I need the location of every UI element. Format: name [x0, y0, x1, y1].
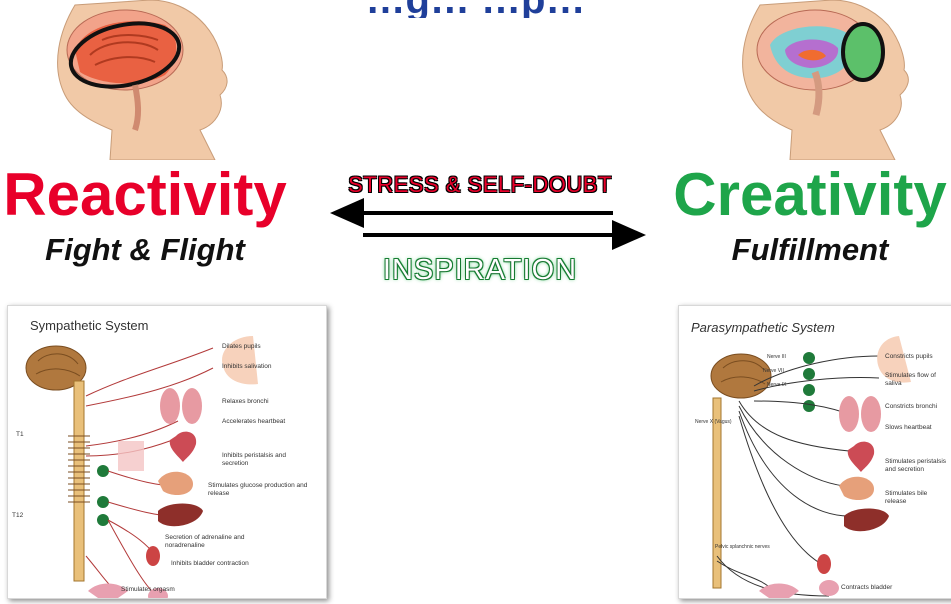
nerve-label: Nerve III [767, 354, 786, 360]
effect-label: Dilates pupils [222, 343, 261, 350]
effect-label: Constricts pupils [885, 353, 933, 360]
creative-brain-head-icon [720, 0, 920, 160]
effect-label: Slows heartbeat [885, 424, 932, 431]
fulfillment-subtitle: Fulfillment [655, 234, 951, 265]
effect-label: Stimulates peristalsis and secretion [885, 458, 951, 474]
parasympathetic-diagram-icon [679, 306, 951, 598]
nerve-label: Nerve IX [767, 382, 786, 388]
effect-label: Constricts bronchi [885, 403, 937, 410]
bidirectional-arrows-icon [328, 190, 648, 254]
effect-label: Stimulates bile release [885, 490, 945, 506]
effect-label: Stimulates glucose production and releas… [208, 482, 318, 498]
creativity-title: Creativity [655, 165, 951, 225]
effect-label: Inhibits bladder contraction [171, 560, 249, 567]
spine-label-t12: T12 [12, 512, 23, 519]
effect-label: Accelerates heartbeat [222, 418, 285, 425]
effect-label: Contracts bladder [841, 584, 892, 591]
reactive-brain-head-icon [40, 0, 230, 160]
nerve-label: Pelvic splanchnic nerves [715, 544, 770, 550]
effect-label: Secretion of adrenaline and noradrenalin… [165, 534, 265, 550]
inspiration-label: INSPIRATION [300, 254, 660, 287]
fight-flight-subtitle: Fight & Flight [0, 234, 290, 265]
nerve-label: Nerve X (Vagus) [695, 419, 735, 425]
spine-label-t1: T1 [16, 431, 24, 438]
effect-label: Stimulates orgasm [121, 586, 175, 593]
parasympathetic-system-panel: Parasympathetic System [678, 305, 951, 599]
effect-label: Inhibits salivation [222, 363, 272, 370]
effect-label: Inhibits peristalsis and secretion [222, 452, 307, 468]
sympathetic-system-panel: Sympathetic System [7, 305, 327, 599]
effect-label: Stimulates flow of saliva [885, 372, 945, 388]
effect-label: Relaxes bronchi [222, 398, 269, 405]
reactivity-title: Reactivity [0, 165, 290, 225]
nerve-label: Nerve VII [763, 368, 784, 374]
